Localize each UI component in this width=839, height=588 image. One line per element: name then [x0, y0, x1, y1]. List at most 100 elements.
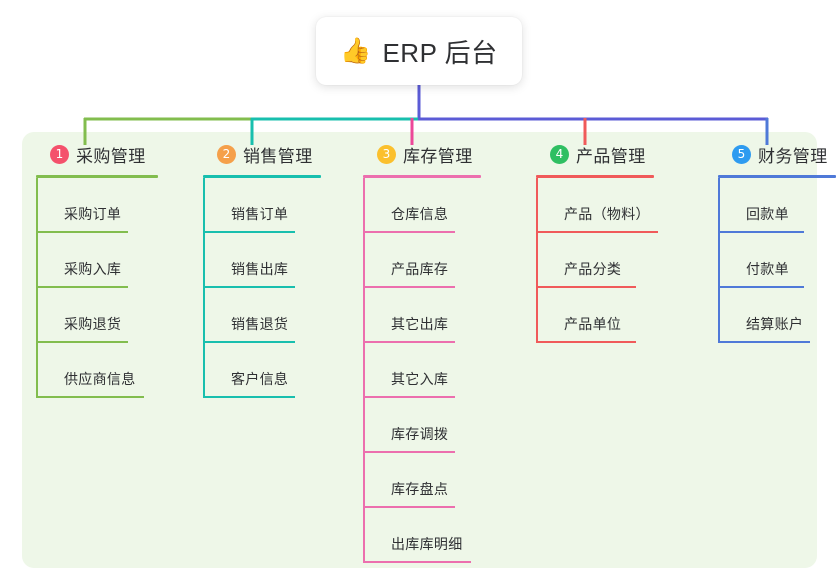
leaf-node-rule	[363, 341, 455, 343]
leaf-node-rule	[36, 286, 128, 288]
column-badge-icon-5: 5	[732, 144, 751, 164]
column-spine-1	[36, 178, 38, 398]
column-header-rule-1	[36, 175, 158, 178]
leaf-node-rule	[536, 286, 636, 288]
column-items-1: 采购订单采购入库采购退货供应商信息	[36, 178, 158, 398]
column-items-4: 产品（物料） 产品分类产品单位	[536, 178, 658, 343]
column-header-2[interactable]: 2 销售管理	[203, 142, 321, 166]
column-header-rule-5	[718, 175, 836, 178]
leaf-node-rule	[363, 561, 471, 563]
leaf-node-rule	[36, 341, 128, 343]
leaf-node-label: 库存调拨	[391, 426, 449, 442]
column-items-3: 仓库信息产品库存其它出库其它入库库存调拨库存盘点出库库明细	[363, 178, 481, 563]
leaf-node-label: 产品（物料）	[564, 206, 650, 222]
leaf-node[interactable]: 供应商信息	[36, 343, 158, 398]
leaf-node-label: 产品分类	[564, 261, 622, 277]
leaf-node-rule	[203, 341, 295, 343]
leaf-node-label: 出库库明细	[391, 536, 463, 552]
leaf-node-rule	[363, 451, 455, 453]
leaf-node[interactable]: 产品（物料）	[536, 178, 658, 233]
column-header-rule-2	[203, 175, 321, 178]
column-spine-5	[718, 178, 720, 343]
leaf-node[interactable]: 其它入库	[363, 343, 481, 398]
column-title-5: 财务管理	[758, 146, 828, 166]
column-header-5[interactable]: 5 财务管理	[718, 142, 836, 166]
column-title-1: 采购管理	[76, 146, 146, 166]
column-spine-4	[536, 178, 538, 343]
leaf-node-rule	[363, 396, 455, 398]
leaf-node-rule	[718, 231, 804, 233]
column-items-5: 回款单付款单结算账户	[718, 178, 836, 343]
column-header-1[interactable]: 1 采购管理	[36, 142, 158, 166]
column-1: 1 采购管理采购订单采购入库采购退货供应商信息	[36, 142, 158, 398]
leaf-node[interactable]: 出库库明细	[363, 508, 481, 563]
leaf-node[interactable]: 结算账户	[718, 288, 836, 343]
leaf-node-rule	[536, 341, 636, 343]
leaf-node-label: 结算账户	[746, 316, 804, 332]
leaf-node-label: 产品库存	[391, 261, 449, 277]
root-node-inner: 👍 ERP 后台	[340, 33, 497, 70]
leaf-node-rule	[203, 231, 295, 233]
column-title-2: 销售管理	[243, 146, 313, 166]
column-title-4: 产品管理	[576, 146, 646, 166]
leaf-node[interactable]: 采购退货	[36, 288, 158, 343]
column-4: 4 产品管理产品（物料） 产品分类产品单位	[536, 142, 658, 343]
column-header-4[interactable]: 4 产品管理	[536, 142, 654, 166]
column-header-rule-4	[536, 175, 654, 178]
leaf-node-label: 销售退货	[231, 316, 289, 332]
leaf-node-label: 付款单	[746, 261, 789, 277]
column-header-3[interactable]: 3 库存管理	[363, 142, 481, 166]
leaf-node-label: 销售出库	[231, 261, 289, 277]
leaf-node-rule	[36, 231, 128, 233]
leaf-node-label: 回款单	[746, 206, 789, 222]
column-header-rule-3	[363, 175, 481, 178]
leaf-node-label: 库存盘点	[391, 481, 449, 497]
leaf-node[interactable]: 采购订单	[36, 178, 158, 233]
column-spine-2	[203, 178, 205, 398]
leaf-node-rule	[718, 341, 810, 343]
leaf-node[interactable]: 客户信息	[203, 343, 321, 398]
column-5: 5 财务管理回款单付款单结算账户	[718, 142, 836, 343]
diagram-panel	[22, 132, 817, 568]
leaf-node-label: 供应商信息	[64, 371, 136, 387]
leaf-node[interactable]: 付款单	[718, 233, 836, 288]
leaf-node[interactable]: 产品分类	[536, 233, 654, 288]
column-badge-icon-4: 4	[550, 144, 569, 164]
leaf-node-rule	[363, 506, 455, 508]
thumbs-up-icon: 👍	[340, 36, 372, 65]
leaf-node[interactable]: 仓库信息	[363, 178, 481, 233]
leaf-node-rule	[536, 231, 658, 233]
column-badge-icon-3: 3	[377, 144, 396, 164]
column-3: 3 库存管理仓库信息产品库存其它出库其它入库库存调拨库存盘点出库库明细	[363, 142, 481, 563]
column-2: 2 销售管理销售订单销售出库销售退货客户信息	[203, 142, 321, 398]
leaf-node[interactable]: 产品单位	[536, 288, 654, 343]
leaf-node[interactable]: 库存调拨	[363, 398, 481, 453]
leaf-node[interactable]: 产品库存	[363, 233, 481, 288]
leaf-node-rule	[363, 286, 455, 288]
leaf-node[interactable]: 回款单	[718, 178, 836, 233]
leaf-node-rule	[203, 396, 295, 398]
column-badge-icon-2: 2	[217, 144, 236, 164]
leaf-node-label: 仓库信息	[391, 206, 449, 222]
column-title-3: 库存管理	[403, 146, 473, 166]
leaf-node[interactable]: 销售退货	[203, 288, 321, 343]
leaf-node-rule	[36, 396, 144, 398]
leaf-node[interactable]: 库存盘点	[363, 453, 481, 508]
leaf-node-label: 销售订单	[231, 206, 289, 222]
column-spine-3	[363, 178, 365, 563]
leaf-node[interactable]: 其它出库	[363, 288, 481, 343]
leaf-node[interactable]: 采购入库	[36, 233, 158, 288]
leaf-node-label: 采购入库	[64, 261, 122, 277]
leaf-node[interactable]: 销售订单	[203, 178, 321, 233]
leaf-node-label: 采购退货	[64, 316, 122, 332]
leaf-node-label: 客户信息	[231, 371, 289, 387]
root-node-erp-backend[interactable]: 👍 ERP 后台	[316, 17, 522, 85]
leaf-node-label: 其它入库	[391, 371, 449, 387]
leaf-node-rule	[718, 286, 804, 288]
column-badge-icon-1: 1	[50, 144, 69, 164]
leaf-node[interactable]: 销售出库	[203, 233, 321, 288]
leaf-node-rule	[203, 286, 295, 288]
root-node-title: ERP 后台	[382, 37, 498, 68]
column-items-2: 销售订单销售出库销售退货客户信息	[203, 178, 321, 398]
leaf-node-label: 其它出库	[391, 316, 449, 332]
